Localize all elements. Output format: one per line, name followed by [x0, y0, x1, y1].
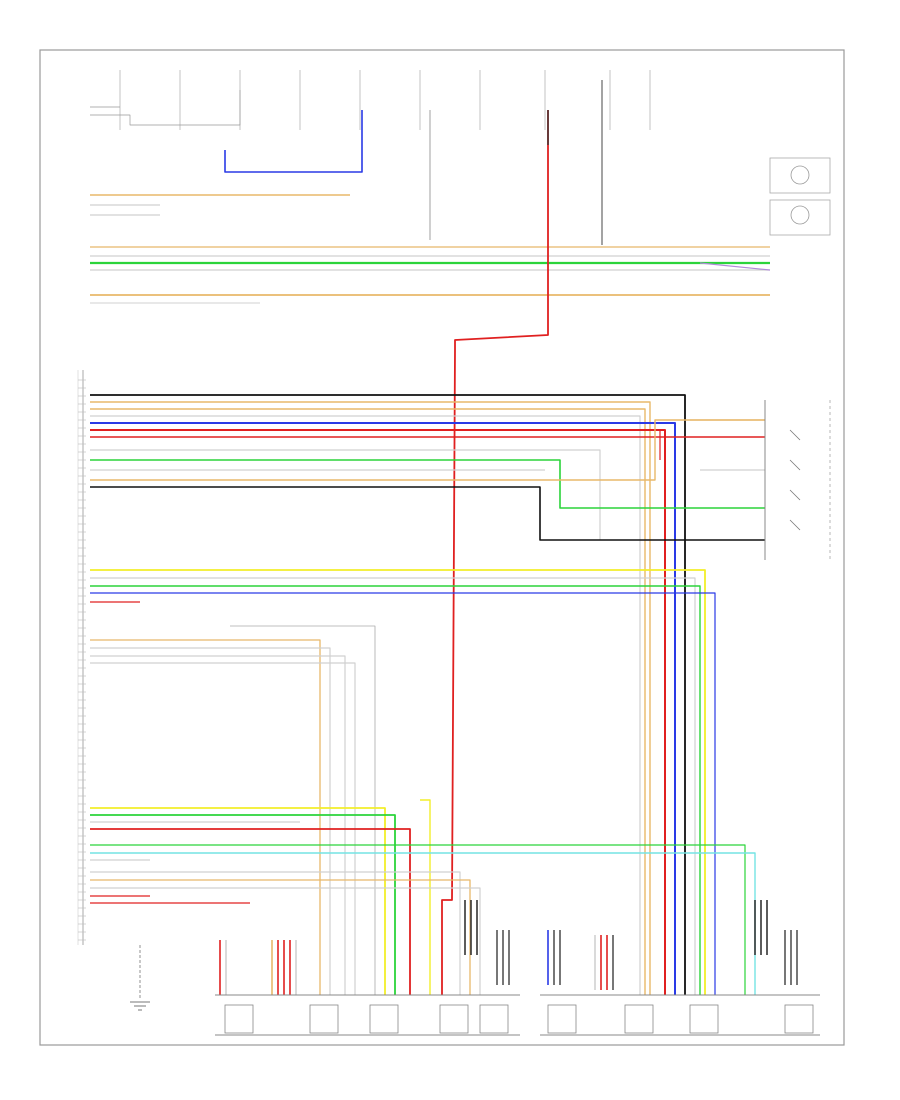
wire-red-long — [441, 110, 549, 995]
wire-gray-thin — [230, 625, 376, 995]
right-switch-block — [764, 400, 831, 560]
wire-thin — [90, 90, 241, 126]
wire-yellow-c — [420, 799, 431, 995]
bottom-connector-right — [689, 1004, 719, 1034]
wire-orange-a — [90, 401, 651, 995]
wire-green-b — [90, 814, 396, 995]
wire-orange-b — [90, 408, 646, 995]
bottom-connector-right — [784, 1004, 814, 1034]
ground-symbol — [130, 945, 150, 1011]
wire-black-right — [90, 486, 765, 541]
wire-light-f — [90, 662, 356, 995]
bottom-connector-left — [369, 1004, 399, 1034]
wire-light-b — [90, 449, 601, 540]
main-ecu-connector — [77, 370, 84, 945]
wire-light-d — [90, 647, 331, 995]
wire-yellow-long — [90, 569, 706, 995]
wire-light-j — [90, 887, 481, 995]
bottom-connector-right — [624, 1004, 654, 1034]
wire-orange-c — [90, 639, 321, 995]
bottom-connector-group — [219, 900, 814, 1034]
wire-light-e — [90, 655, 346, 995]
wire-blue-main — [90, 422, 676, 995]
wire-red-main — [90, 429, 666, 995]
wire-harness — [90, 70, 771, 995]
wire-green-c — [90, 844, 746, 995]
wire-light-a — [90, 415, 641, 995]
wire-black-main — [90, 394, 686, 995]
wire-light-i — [90, 871, 461, 995]
right-top-components — [769, 157, 831, 236]
bottom-rails — [215, 994, 820, 1036]
bottom-connector-left — [439, 1004, 469, 1034]
wire-light-long — [90, 577, 696, 995]
pin-labels — [78, 379, 86, 941]
bottom-connector-left — [224, 1004, 254, 1034]
wire-green-right — [90, 459, 765, 509]
wire-blue-long — [90, 592, 716, 995]
wire-green-long — [90, 585, 701, 995]
bottom-connector-left — [309, 1004, 339, 1034]
wire-bus-violet — [699, 262, 771, 271]
wire-yellow-b — [90, 807, 386, 995]
bottom-connector-right — [547, 1004, 577, 1034]
wire-orange-d — [90, 879, 471, 995]
wire-cyan — [90, 852, 756, 995]
bottom-connector-left — [479, 1004, 509, 1034]
wire-blue-top — [224, 110, 363, 173]
wire-red-b — [90, 828, 411, 995]
diagram-frame — [39, 49, 845, 1046]
